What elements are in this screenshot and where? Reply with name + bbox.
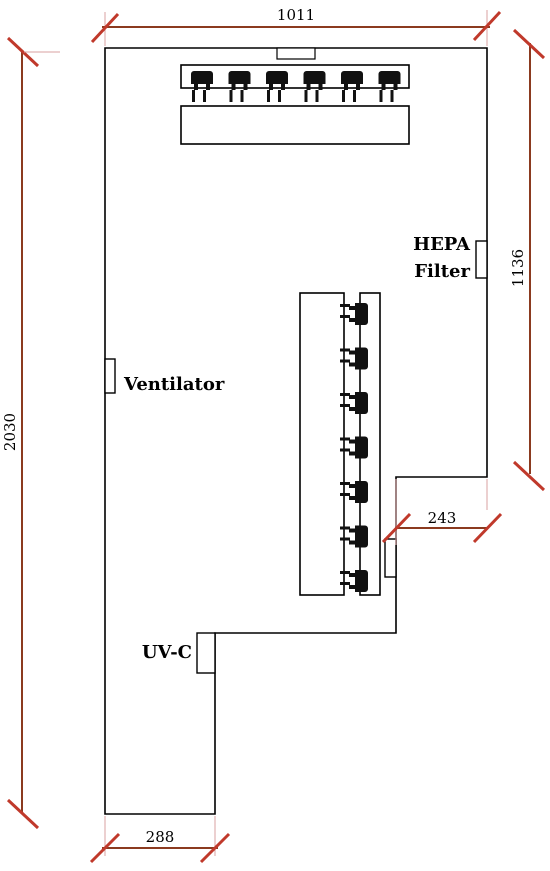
dimension-left-text: 2030 (1, 413, 19, 451)
right-bench-wide (299, 292, 345, 596)
notch-wall-unit (384, 538, 397, 578)
top-bench-lower (180, 105, 410, 145)
room-outline (104, 47, 488, 815)
chair-icon (225, 71, 251, 102)
chair-icon (340, 478, 368, 503)
hepa-filter-unit (475, 240, 488, 279)
dimension-top-text: 1011 (277, 6, 315, 24)
chair-icon (338, 71, 363, 102)
ventilator-label: Ventilator (123, 374, 225, 395)
right-chair-column (340, 300, 368, 592)
top-bench-upper (180, 64, 410, 89)
dimension-right-text: 1136 (509, 249, 527, 287)
hepa-label-line2: Filter (414, 261, 470, 282)
hepa-label-line1: HEPA (413, 234, 471, 255)
chair-icon (340, 344, 368, 370)
top-wall-opening (276, 47, 316, 60)
dimension-notch: 243 (381, 479, 503, 545)
chair-icon (375, 71, 401, 102)
ventilator-unit (104, 358, 116, 394)
chair-icon (300, 71, 326, 102)
dimension-bottom: 288 (89, 816, 231, 864)
uvc-unit (196, 632, 216, 674)
dimension-bottom-text: 288 (146, 828, 175, 846)
dimension-left: 2030 (1, 36, 60, 830)
dimension-notch-text: 243 (428, 509, 457, 527)
chair-icon (340, 522, 368, 548)
chair-icon (263, 71, 288, 102)
chair-icon (340, 433, 368, 459)
dimension-right: 1136 (509, 28, 546, 492)
chair-icon (340, 300, 368, 325)
dimension-top: 1011 (90, 6, 502, 46)
top-chair-row (188, 71, 401, 102)
chair-icon (340, 567, 368, 592)
chair-icon (188, 71, 213, 102)
uvc-label: UV-C (142, 642, 192, 663)
chair-icon (340, 389, 368, 414)
